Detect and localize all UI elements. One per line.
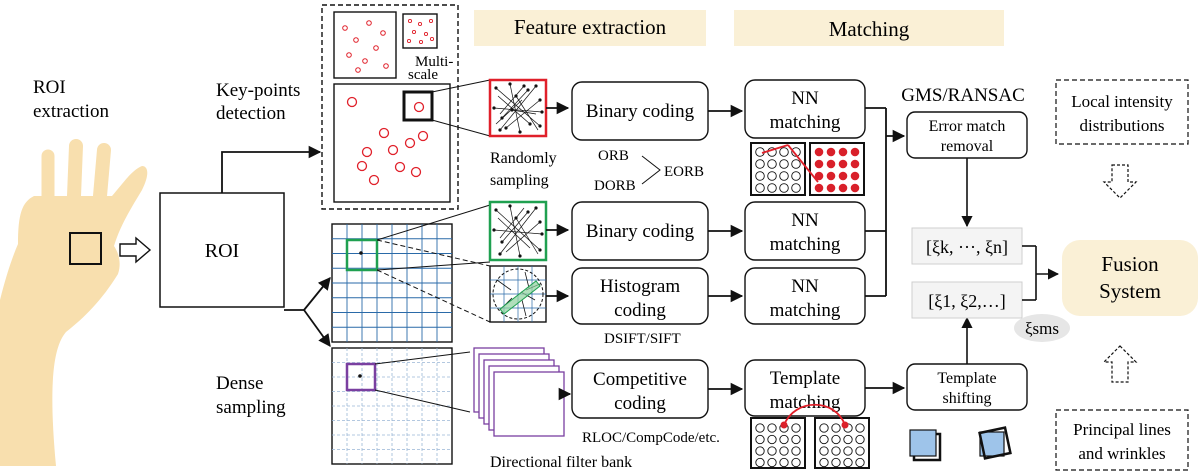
feature-extraction-title: Feature extraction [514, 15, 667, 39]
nn-matching-label-1a: NN [791, 88, 819, 109]
score-vector-bottom-text: [ξ1, ξ2,…] [928, 291, 1006, 311]
error-removal-label-2: removal [941, 138, 994, 155]
template-match-illustration [750, 403, 870, 469]
nn-matching-label-3b: matching [770, 300, 841, 321]
dense-label-2: sampling [216, 397, 286, 418]
competitive-coding-label-1: Competitive [593, 369, 687, 390]
shifted-squares-1 [909, 429, 942, 462]
local-intensity-note [1055, 79, 1189, 145]
multiscale-label-1: Multi- [415, 54, 453, 70]
principal-lines-label-2: and wrinkles [1078, 444, 1165, 463]
histogram-coding-label-2: coding [614, 300, 666, 321]
histogram-coding-label-1: Histogram [600, 276, 680, 297]
feature-extraction-banner [474, 10, 706, 46]
roi-extraction-label-1: ROI [33, 77, 66, 98]
rloc-label: RLOC/CompCode/etc. [582, 430, 720, 446]
competitive-coding-label-2: coding [614, 393, 666, 414]
nn-match-illustration [750, 142, 865, 196]
fusion-system-label-1: Fusion [1101, 252, 1159, 276]
principal-lines-label-1: Principal lines [1073, 420, 1171, 439]
fusion-system-label-2: System [1099, 279, 1161, 303]
binary-coding-label-1: Binary coding [586, 101, 695, 122]
template-matching-label-1: Template [770, 368, 840, 389]
dense-label-1: Dense [216, 373, 263, 394]
matching-banner [734, 10, 1004, 46]
sms-score-text: ξsms [1025, 319, 1059, 338]
keypoints-label-2: detection [216, 103, 286, 124]
template-matching-label-2: matching [770, 392, 841, 413]
nn-matching-box-1 [744, 79, 866, 139]
hollow-arrow-up [1102, 345, 1138, 383]
randomly-label-2: sampling [490, 172, 549, 189]
fusion-system-box [1062, 240, 1198, 316]
error-removal-label-1: Error match [929, 118, 1006, 135]
hollow-arrow-down [1102, 164, 1138, 199]
filter-bank-label: Directional filter bank [490, 454, 632, 471]
random-pairs-green [493, 205, 543, 257]
keypoint-patch-marker [402, 90, 434, 122]
nn-matching-label-2a: NN [791, 210, 819, 231]
roi-marker [69, 232, 102, 265]
roi-extraction-label-2: extraction [33, 101, 109, 122]
hollow-arrow-to-roi [119, 236, 152, 264]
directional-filter-bank [473, 347, 565, 437]
keypoints-label-1: Key-points [216, 80, 300, 101]
principal-lines-note [1055, 409, 1189, 471]
dense-grid-blue [331, 223, 453, 343]
scale-image-large [333, 11, 397, 79]
randomly-label-1: Randomly [490, 150, 557, 167]
dsift-label: DSIFT/SIFT [604, 331, 681, 347]
template-shifting-label-2: shifting [943, 390, 992, 407]
template-shifting-label-1: Template [937, 370, 996, 387]
binary-coding-label-2: Binary coding [586, 221, 695, 242]
nn-matching-label-1b: matching [770, 112, 841, 133]
dense-grid-purple [331, 347, 453, 465]
score-vector-top [911, 227, 1023, 265]
matching-title: Matching [829, 17, 910, 41]
keypoint-panel [321, 4, 459, 210]
shifted-squares-2 [978, 426, 1012, 460]
score-vector-top-text: [ξk, ···, ξn] [926, 237, 1008, 257]
local-intensity-label-2: distributions [1079, 116, 1164, 135]
orb-label: ORB [598, 148, 629, 164]
gms-ransac-label: GMS/RANSAC [901, 85, 1025, 106]
eorb-label: EORB [664, 164, 704, 180]
multiscale-label-2: scale [408, 67, 438, 83]
nn-matching-label-3a: NN [791, 276, 819, 297]
random-pairs-red [493, 83, 543, 133]
nn-matching-label-2b: matching [770, 234, 841, 255]
score-vector-bottom [911, 281, 1023, 319]
dorb-label: DORB [594, 178, 636, 194]
hand-illustration [0, 139, 148, 466]
local-intensity-label-1: Local intensity [1071, 92, 1173, 111]
sms-score-badge [1014, 314, 1070, 342]
roi-box-label: ROI [205, 240, 239, 262]
